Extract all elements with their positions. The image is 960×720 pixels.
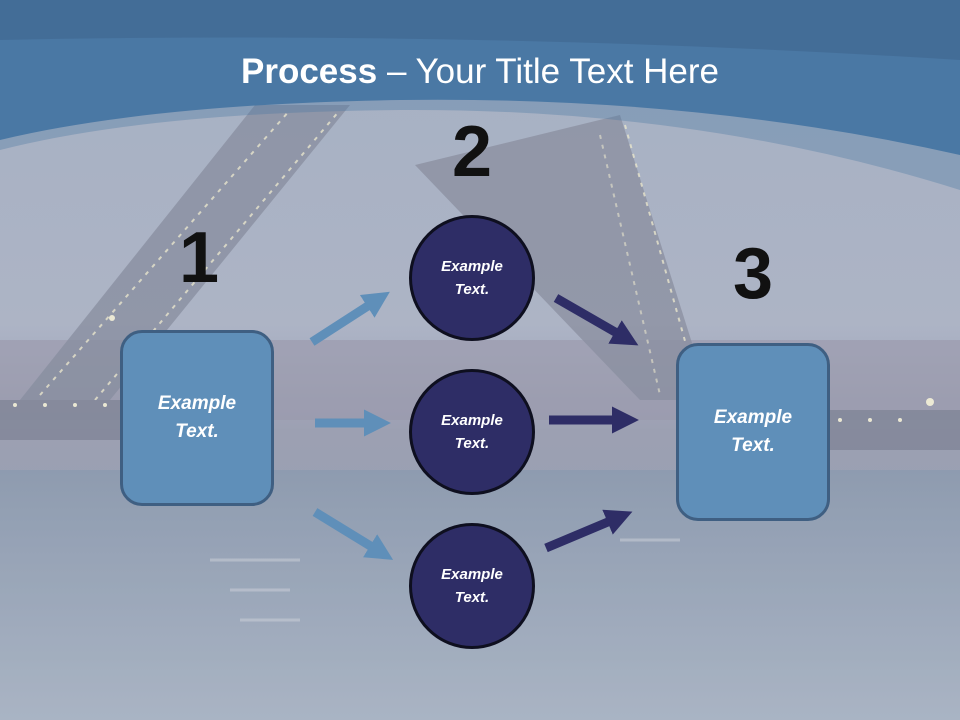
circle-middle-line2: Text. xyxy=(454,435,490,452)
step-number-1: 1 xyxy=(178,218,220,298)
process-circle-middle: Example Text. xyxy=(409,369,535,495)
box-right-line1: Example xyxy=(713,406,793,428)
process-circle-top: Example Text. xyxy=(409,215,535,341)
box-right-line2: Text. xyxy=(731,435,775,456)
process-circle-bottom: Example Text. xyxy=(409,523,535,649)
arrow-box1-to-circle-top xyxy=(309,291,390,346)
circle-top-line1: Example xyxy=(441,257,503,275)
step-number-2: 2 xyxy=(451,112,493,192)
circle-bottom-line2: Text. xyxy=(454,589,490,606)
title-rest: – Your Title Text Here xyxy=(377,52,719,91)
slide-title: Process – Your Title Text Here xyxy=(0,52,960,92)
box-left-line1: Example xyxy=(157,392,237,414)
process-box-right: Example Text. xyxy=(676,343,830,521)
box-left-line2: Text. xyxy=(175,421,219,442)
arrow-circle-top-to-box3 xyxy=(553,294,639,346)
arrow-box1-to-circle-bottom xyxy=(312,508,394,560)
process-box-left: Example Text. xyxy=(120,330,274,506)
title-bold: Process xyxy=(241,52,378,91)
circle-middle-line1: Example xyxy=(441,411,503,429)
step-number-3: 3 xyxy=(732,234,774,314)
circle-bottom-line1: Example xyxy=(441,565,503,583)
circle-top-line2: Text. xyxy=(454,281,490,298)
arrow-circle-bottom-to-box3 xyxy=(544,509,633,553)
